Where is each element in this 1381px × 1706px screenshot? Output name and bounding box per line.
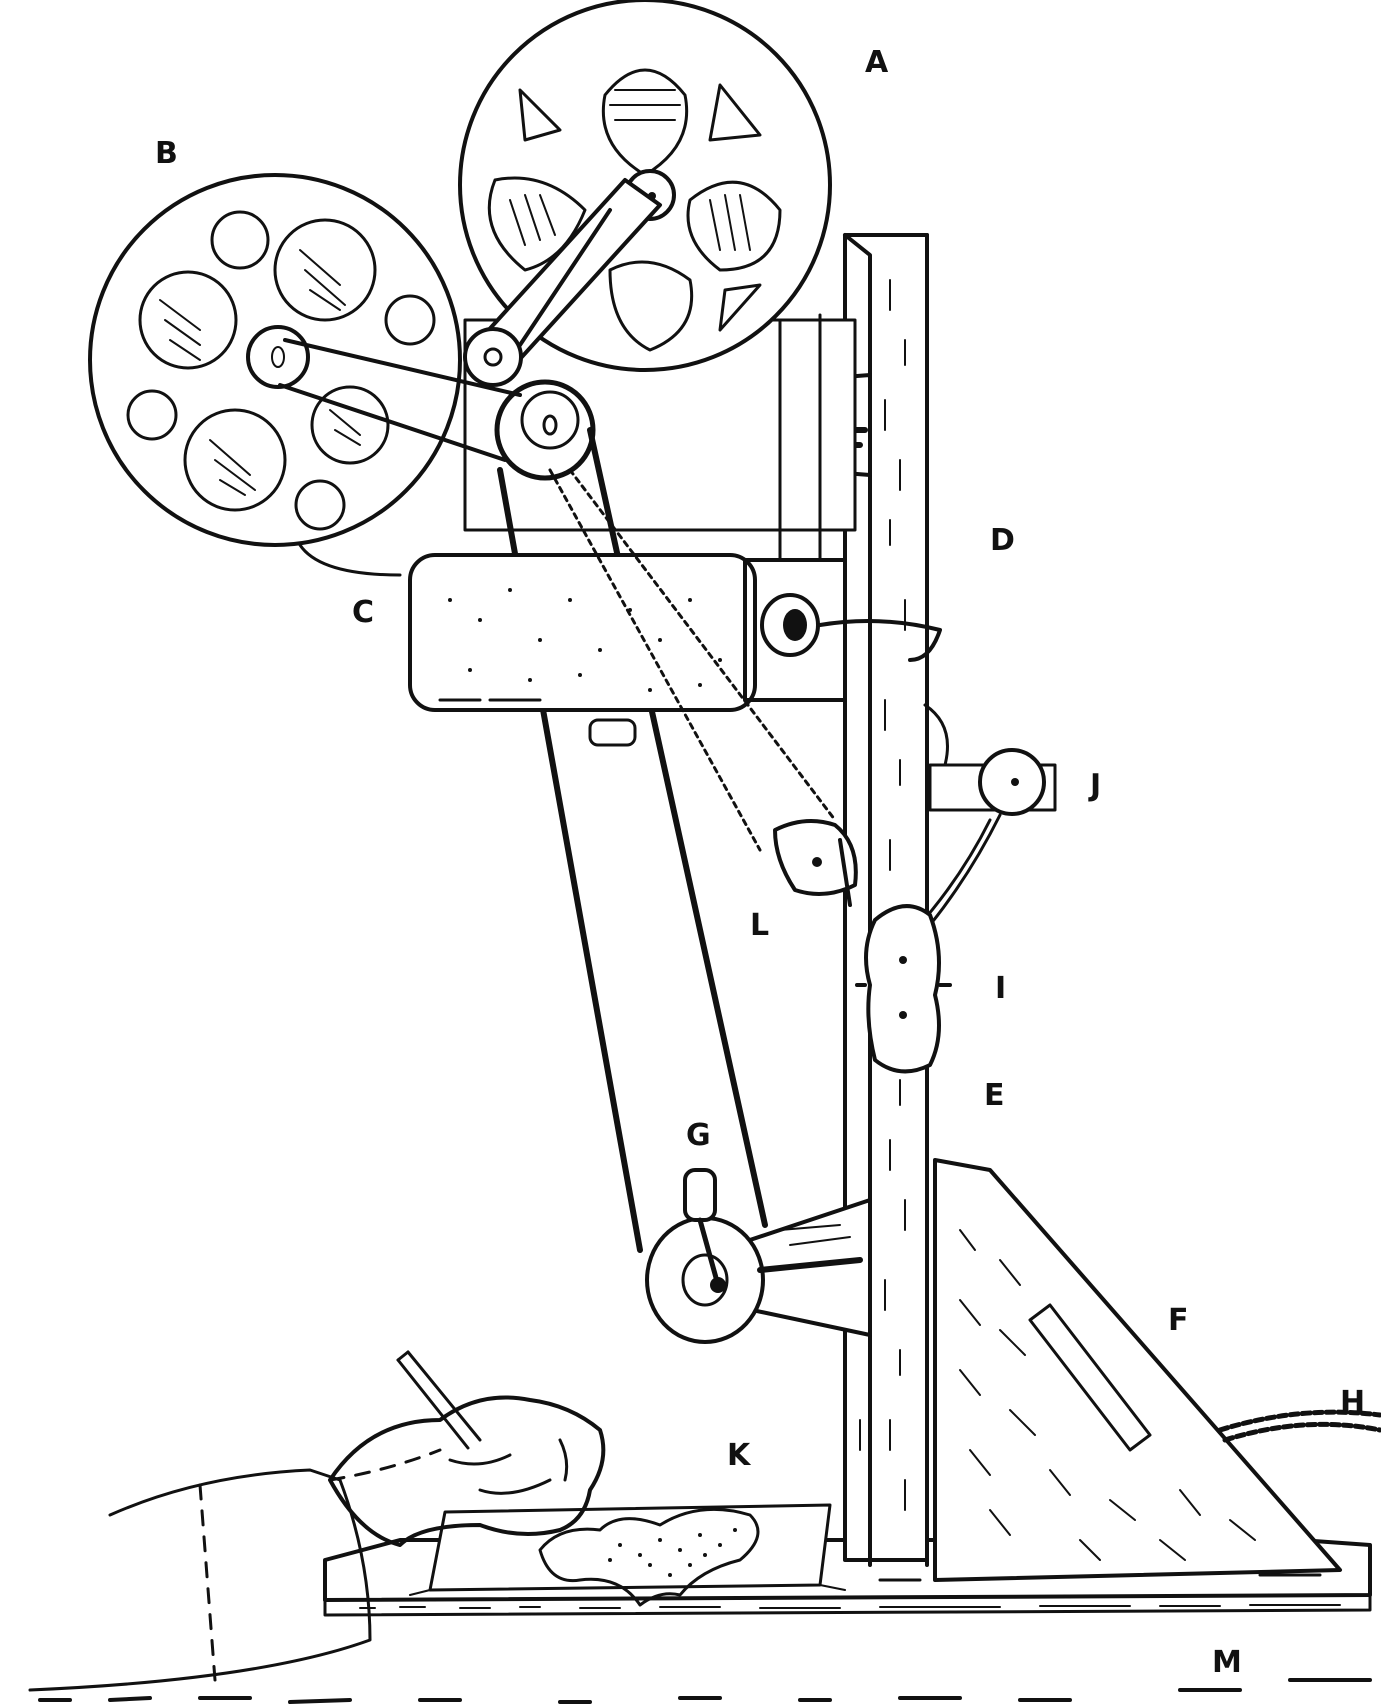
reel-b: [88, 173, 462, 577]
label-d: D: [990, 523, 1015, 558]
label-a: A: [865, 45, 889, 80]
lower-pulley-g: [645, 1168, 872, 1344]
label-j: J: [1088, 768, 1101, 803]
brace-f: [933, 1158, 1342, 1582]
label-c: C: [352, 595, 374, 630]
switch-j: [913, 748, 1057, 932]
label-h: H: [1340, 1385, 1365, 1420]
label-e: E: [984, 1078, 1005, 1113]
artist-hand: [28, 1350, 606, 1692]
power-cord-h: [1217, 1409, 1381, 1443]
reel-a: [458, 0, 832, 387]
label-b: B: [155, 136, 178, 171]
label-k: K: [727, 1438, 752, 1473]
label-l: L: [750, 908, 769, 943]
label-f: F: [1168, 1303, 1189, 1338]
motor-c: [408, 553, 949, 767]
figure-stipple: [608, 1528, 737, 1577]
drawing-board-k: [409, 1503, 846, 1607]
label-g: G: [686, 1118, 711, 1153]
chain-drive-l: [548, 468, 858, 907]
socket-i: [855, 904, 952, 1074]
floor-strokes: [38, 1678, 1372, 1704]
motor-stipple: [448, 588, 722, 692]
part-labels: A B C D E F G H I J K L M: [155, 45, 1365, 1680]
label-i: I: [995, 971, 1006, 1006]
label-m: M: [1212, 1645, 1242, 1680]
